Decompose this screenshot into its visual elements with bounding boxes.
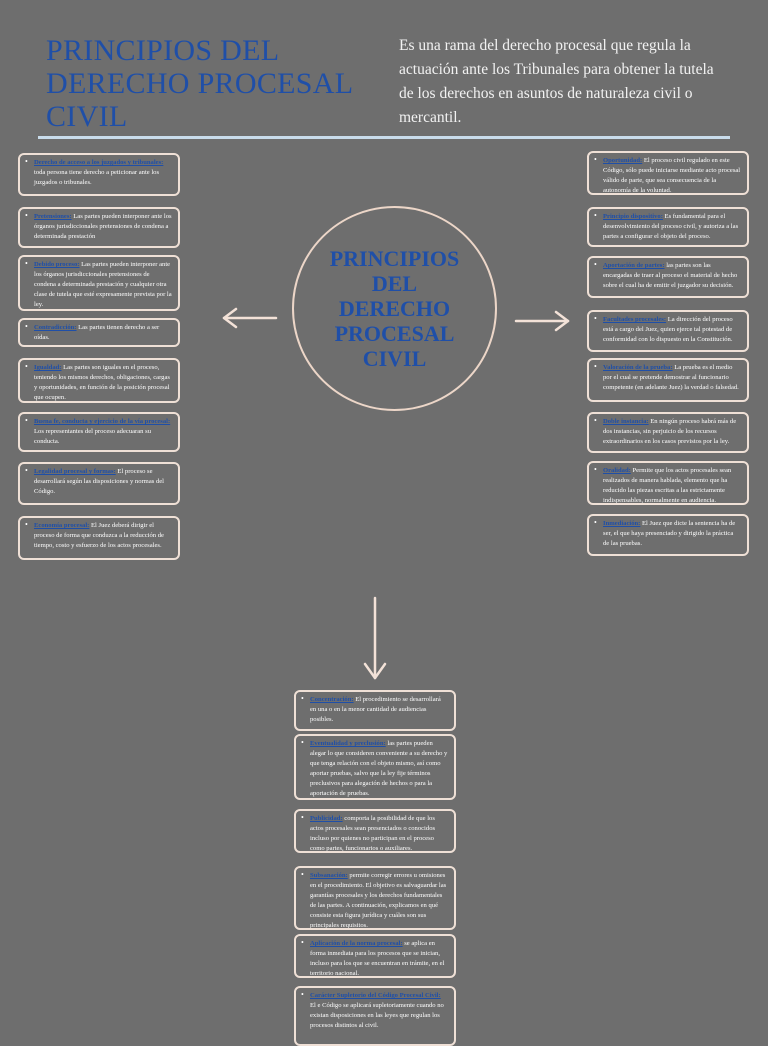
central-node-title: PRINCIPIOS DEL DERECHO PROCESAL CIVIL xyxy=(329,246,460,371)
principle-card-right-6: Doble instancia: En ningún proceso habrá… xyxy=(587,412,749,453)
principle-term: Inmediación: xyxy=(603,520,641,527)
principle-card-right-7: Oralidad: Permite que los actos procesal… xyxy=(587,461,749,505)
principle-desc: El procedimiento se desarrollará en una … xyxy=(310,696,441,723)
principle-desc: Las partes tienen derecho a ser oídas. xyxy=(34,324,160,341)
principle-term: Oportunidad: xyxy=(603,157,643,164)
principle-card-bottom-5: Aplicación de la norma procesal: se apli… xyxy=(294,934,456,978)
down-arrow-icon xyxy=(363,596,387,680)
principle-desc: La dirección del proceso está a cargo de… xyxy=(603,316,733,343)
principle-term: Pretensiones: xyxy=(34,213,72,220)
intro-text: Es una rama del derecho procesal que reg… xyxy=(399,37,714,126)
principle-card-left-1: Derecho de acceso a los juzgados y tribu… xyxy=(18,153,180,196)
principle-card-left-3: Debido proceso: Las partes pueden interp… xyxy=(18,255,180,311)
principle-term: Oralidad: xyxy=(603,467,631,474)
principle-term: Igualdad: xyxy=(34,364,62,371)
principle-card-right-2: Principio dispositivo: Es fundamental pa… xyxy=(587,207,749,247)
principle-desc: las partes pueden alegar lo que consider… xyxy=(310,740,448,797)
principle-card-right-8: Inmediación: El Juez que dicte la senten… xyxy=(587,514,749,556)
principle-desc: se aplica en forma inmediata para los pr… xyxy=(310,940,445,977)
principle-desc: Los representantes del proceso adecuaran… xyxy=(34,428,151,445)
principle-card-left-7: Legalidad procesal y formas: El proceso … xyxy=(18,462,180,505)
principle-term: Subsanación: xyxy=(310,872,348,879)
principle-card-left-6: Buena fe, conducta y ejercicio de la vía… xyxy=(18,412,180,452)
principle-card-bottom-4: Subsanación: permite corregir errores u … xyxy=(294,866,456,930)
principle-card-right-3: Aportación de partes: las partes son las… xyxy=(587,256,749,298)
principle-desc: En ningún proceso habrá más de dos insta… xyxy=(603,418,737,445)
left-arrow-icon xyxy=(222,307,278,329)
principle-term: Economía procesal: xyxy=(34,522,90,529)
principle-term: Publicidad: xyxy=(310,815,343,822)
principle-card-bottom-3: Publicidad: comporta la posibilidad de q… xyxy=(294,809,456,853)
principle-desc: toda persona tiene derecho a peticionar … xyxy=(34,169,160,186)
principle-card-left-4: Contradicción: Las partes tienen derecho… xyxy=(18,318,180,347)
principle-desc: El e Código se aplicará supletoriamente … xyxy=(310,1002,444,1029)
principle-desc: Las partes pueden interponer ante los ór… xyxy=(34,213,172,240)
principle-desc: El proceso civil regulado en este Código… xyxy=(603,157,741,194)
principle-term: Aportación de partes: xyxy=(603,262,665,269)
principle-card-right-1: Oportunidad: El proceso civil regulado e… xyxy=(587,151,749,195)
principle-desc: las partes son las encargadas de traer a… xyxy=(603,262,738,289)
right-arrow-icon xyxy=(514,310,570,332)
connector-arrows xyxy=(222,307,570,680)
principle-desc: Es fundamental para el desenvolvimiento … xyxy=(603,213,739,240)
principle-term: Buena fe, conducta y ejercicio de la vía… xyxy=(34,418,171,425)
principle-desc: El Juez que dicte la sentencia ha de ser… xyxy=(603,520,736,547)
principle-card-bottom-6: Carácter Supletorio del Código Procesal … xyxy=(294,986,456,1046)
principle-card-left-5: Igualdad: Las partes son iguales en el p… xyxy=(18,358,180,403)
principle-desc: El Juez deberá dirigir el proceso de for… xyxy=(34,522,164,549)
principle-desc: Las partes son iguales en el proceso, te… xyxy=(34,364,170,401)
principle-term: Debido proceso: xyxy=(34,261,80,268)
principle-desc: La prueba es el medio por el cual se pre… xyxy=(603,364,739,391)
header-divider xyxy=(38,136,730,139)
principle-card-bottom-1: Concentración: El procedimiento se desar… xyxy=(294,690,456,731)
principle-term: Doble instancia: xyxy=(603,418,649,425)
principle-term: Aplicación de la norma procesal: xyxy=(310,940,403,947)
principle-desc: Las partes pueden interponer ante los ór… xyxy=(34,261,172,308)
principle-term: Carácter Supletorio del Código Procesal … xyxy=(310,992,441,999)
principle-card-right-5: Valoración de la prueba: La prueba es el… xyxy=(587,358,749,402)
central-node: PRINCIPIOS DEL DERECHO PROCESAL CIVIL xyxy=(292,206,497,411)
principle-term: Eventualidad y preclusión: xyxy=(310,740,386,747)
principle-card-left-2: Pretensiones: Las partes pueden interpon… xyxy=(18,207,180,248)
principle-term: Legalidad procesal y formas: xyxy=(34,468,116,475)
principle-term: Principio dispositivo: xyxy=(603,213,663,220)
principle-term: Concentración: xyxy=(310,696,354,703)
principle-desc: Permite que los actos procesales sean re… xyxy=(603,467,732,504)
principle-term: Derecho de acceso a los juzgados y tribu… xyxy=(34,159,164,166)
principle-card-right-4: Facultades procesales: La dirección del … xyxy=(587,310,749,352)
principle-term: Facultades procesales: xyxy=(603,316,667,323)
principle-desc: comporta la posibilidad de que los actos… xyxy=(310,815,436,852)
principle-desc: permite corregir errores u omisiones en … xyxy=(310,872,447,929)
page-title: PRINCIPIOS DEL DERECHO PROCESAL CIVIL xyxy=(46,34,353,133)
principle-term: Valoración de la prueba: xyxy=(603,364,673,371)
principle-card-bottom-2: Eventualidad y preclusión: las partes pu… xyxy=(294,734,456,800)
principle-desc: El proceso se desarrollará según las dis… xyxy=(34,468,165,495)
principle-term: Contradicción: xyxy=(34,324,77,331)
principle-card-left-8: Economía procesal: El Juez deberá dirigi… xyxy=(18,516,180,560)
